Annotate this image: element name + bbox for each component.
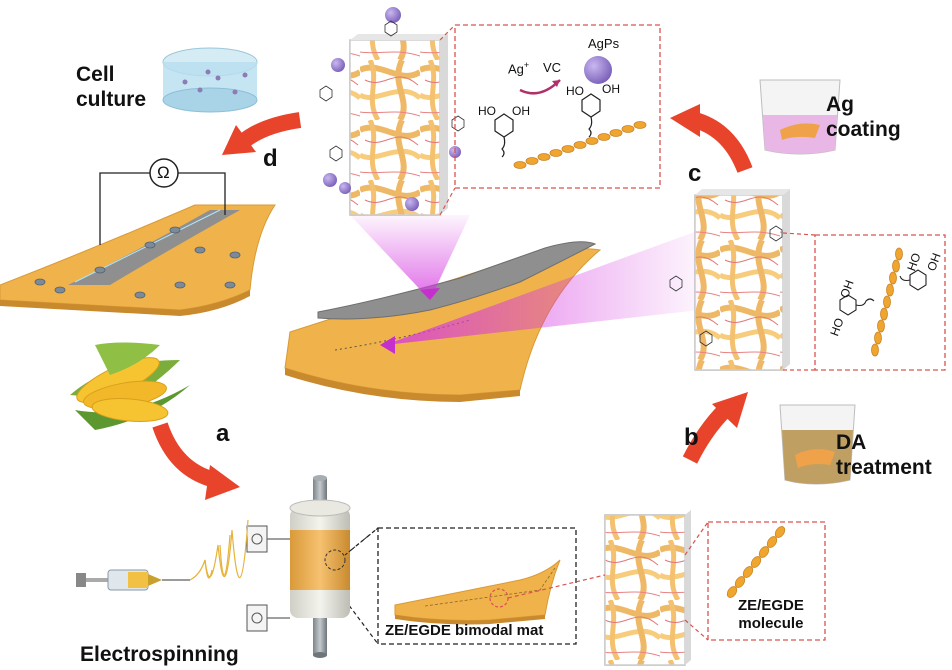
da-treatment-line2: treatment	[836, 456, 932, 479]
ohmmeter-icon	[99, 158, 226, 245]
electrode-terminals	[246, 525, 290, 632]
molecule-chain-bottom	[726, 526, 786, 598]
molecule-chain-right	[871, 247, 903, 357]
molecule-chain-top	[513, 121, 647, 169]
chem-zoom-right	[782, 232, 946, 371]
magenta-beam-right	[385, 230, 700, 345]
oh-label-left: OH	[512, 104, 530, 118]
da-treatment-line1: DA	[836, 431, 867, 454]
collector-drum-icon	[289, 475, 379, 658]
arrow-d	[222, 112, 302, 155]
chem-zoom-top	[439, 24, 661, 216]
cell-culture-line1: Cell	[76, 63, 115, 86]
fiber-block-ag	[349, 34, 448, 216]
arrow-a	[152, 422, 240, 500]
magenta-beam-top	[350, 215, 470, 300]
step-d-label: d	[263, 145, 278, 172]
fiber-block-raw	[604, 510, 691, 666]
arrow-c	[670, 104, 753, 174]
fiber-block-da	[694, 189, 790, 371]
spinning-jet	[189, 519, 249, 581]
bimodal-mat-zoom	[344, 527, 606, 645]
ag-coating-label: Ag coating	[826, 92, 901, 142]
ho-label-right: HO	[566, 84, 584, 98]
ag-coating-line2: coating	[826, 118, 901, 141]
molecule-caption-line1: ZE/EGDE	[738, 597, 804, 614]
corn-icon	[70, 342, 190, 430]
ag-ion-charge: +	[523, 60, 530, 70]
bimodal-mat-caption: ZE/EGDE bimodal mat	[385, 622, 544, 639]
cell-culture-label: Cell culture	[76, 62, 146, 112]
step-c-label: c	[688, 160, 702, 187]
molecule-caption-line2: molecule	[738, 615, 804, 632]
ho-label-left: HO	[478, 104, 496, 118]
beaker-icon	[759, 79, 841, 155]
bimodal-mat	[394, 559, 561, 621]
petri-dish-icon	[162, 47, 258, 113]
agps-label: AgPs	[588, 36, 620, 51]
syringe-icon	[76, 569, 190, 591]
electrospinning-label: Electrospinning	[80, 643, 239, 666]
beaker-icon-da	[779, 404, 856, 485]
step-b-label: b	[684, 424, 699, 451]
arrow-b	[682, 392, 748, 464]
oh-label-right: OH	[602, 82, 620, 96]
ag-ion-label: Ag+	[508, 60, 529, 76]
ag-ion-text: Ag	[508, 61, 524, 77]
ohm-symbol: Ω	[157, 163, 170, 182]
molecule-zoom-bottom	[684, 521, 826, 641]
cell-culture-line2: culture	[76, 88, 147, 111]
central-mat	[284, 241, 602, 402]
sensor-mat	[0, 204, 276, 316]
da-treatment-label: DA treatment	[836, 430, 932, 480]
ag-coating-line1: Ag	[826, 93, 854, 116]
vc-label: VC	[543, 60, 562, 75]
molecule-caption: ZE/EGDE molecule	[738, 597, 804, 633]
step-a-label: a	[216, 420, 230, 447]
